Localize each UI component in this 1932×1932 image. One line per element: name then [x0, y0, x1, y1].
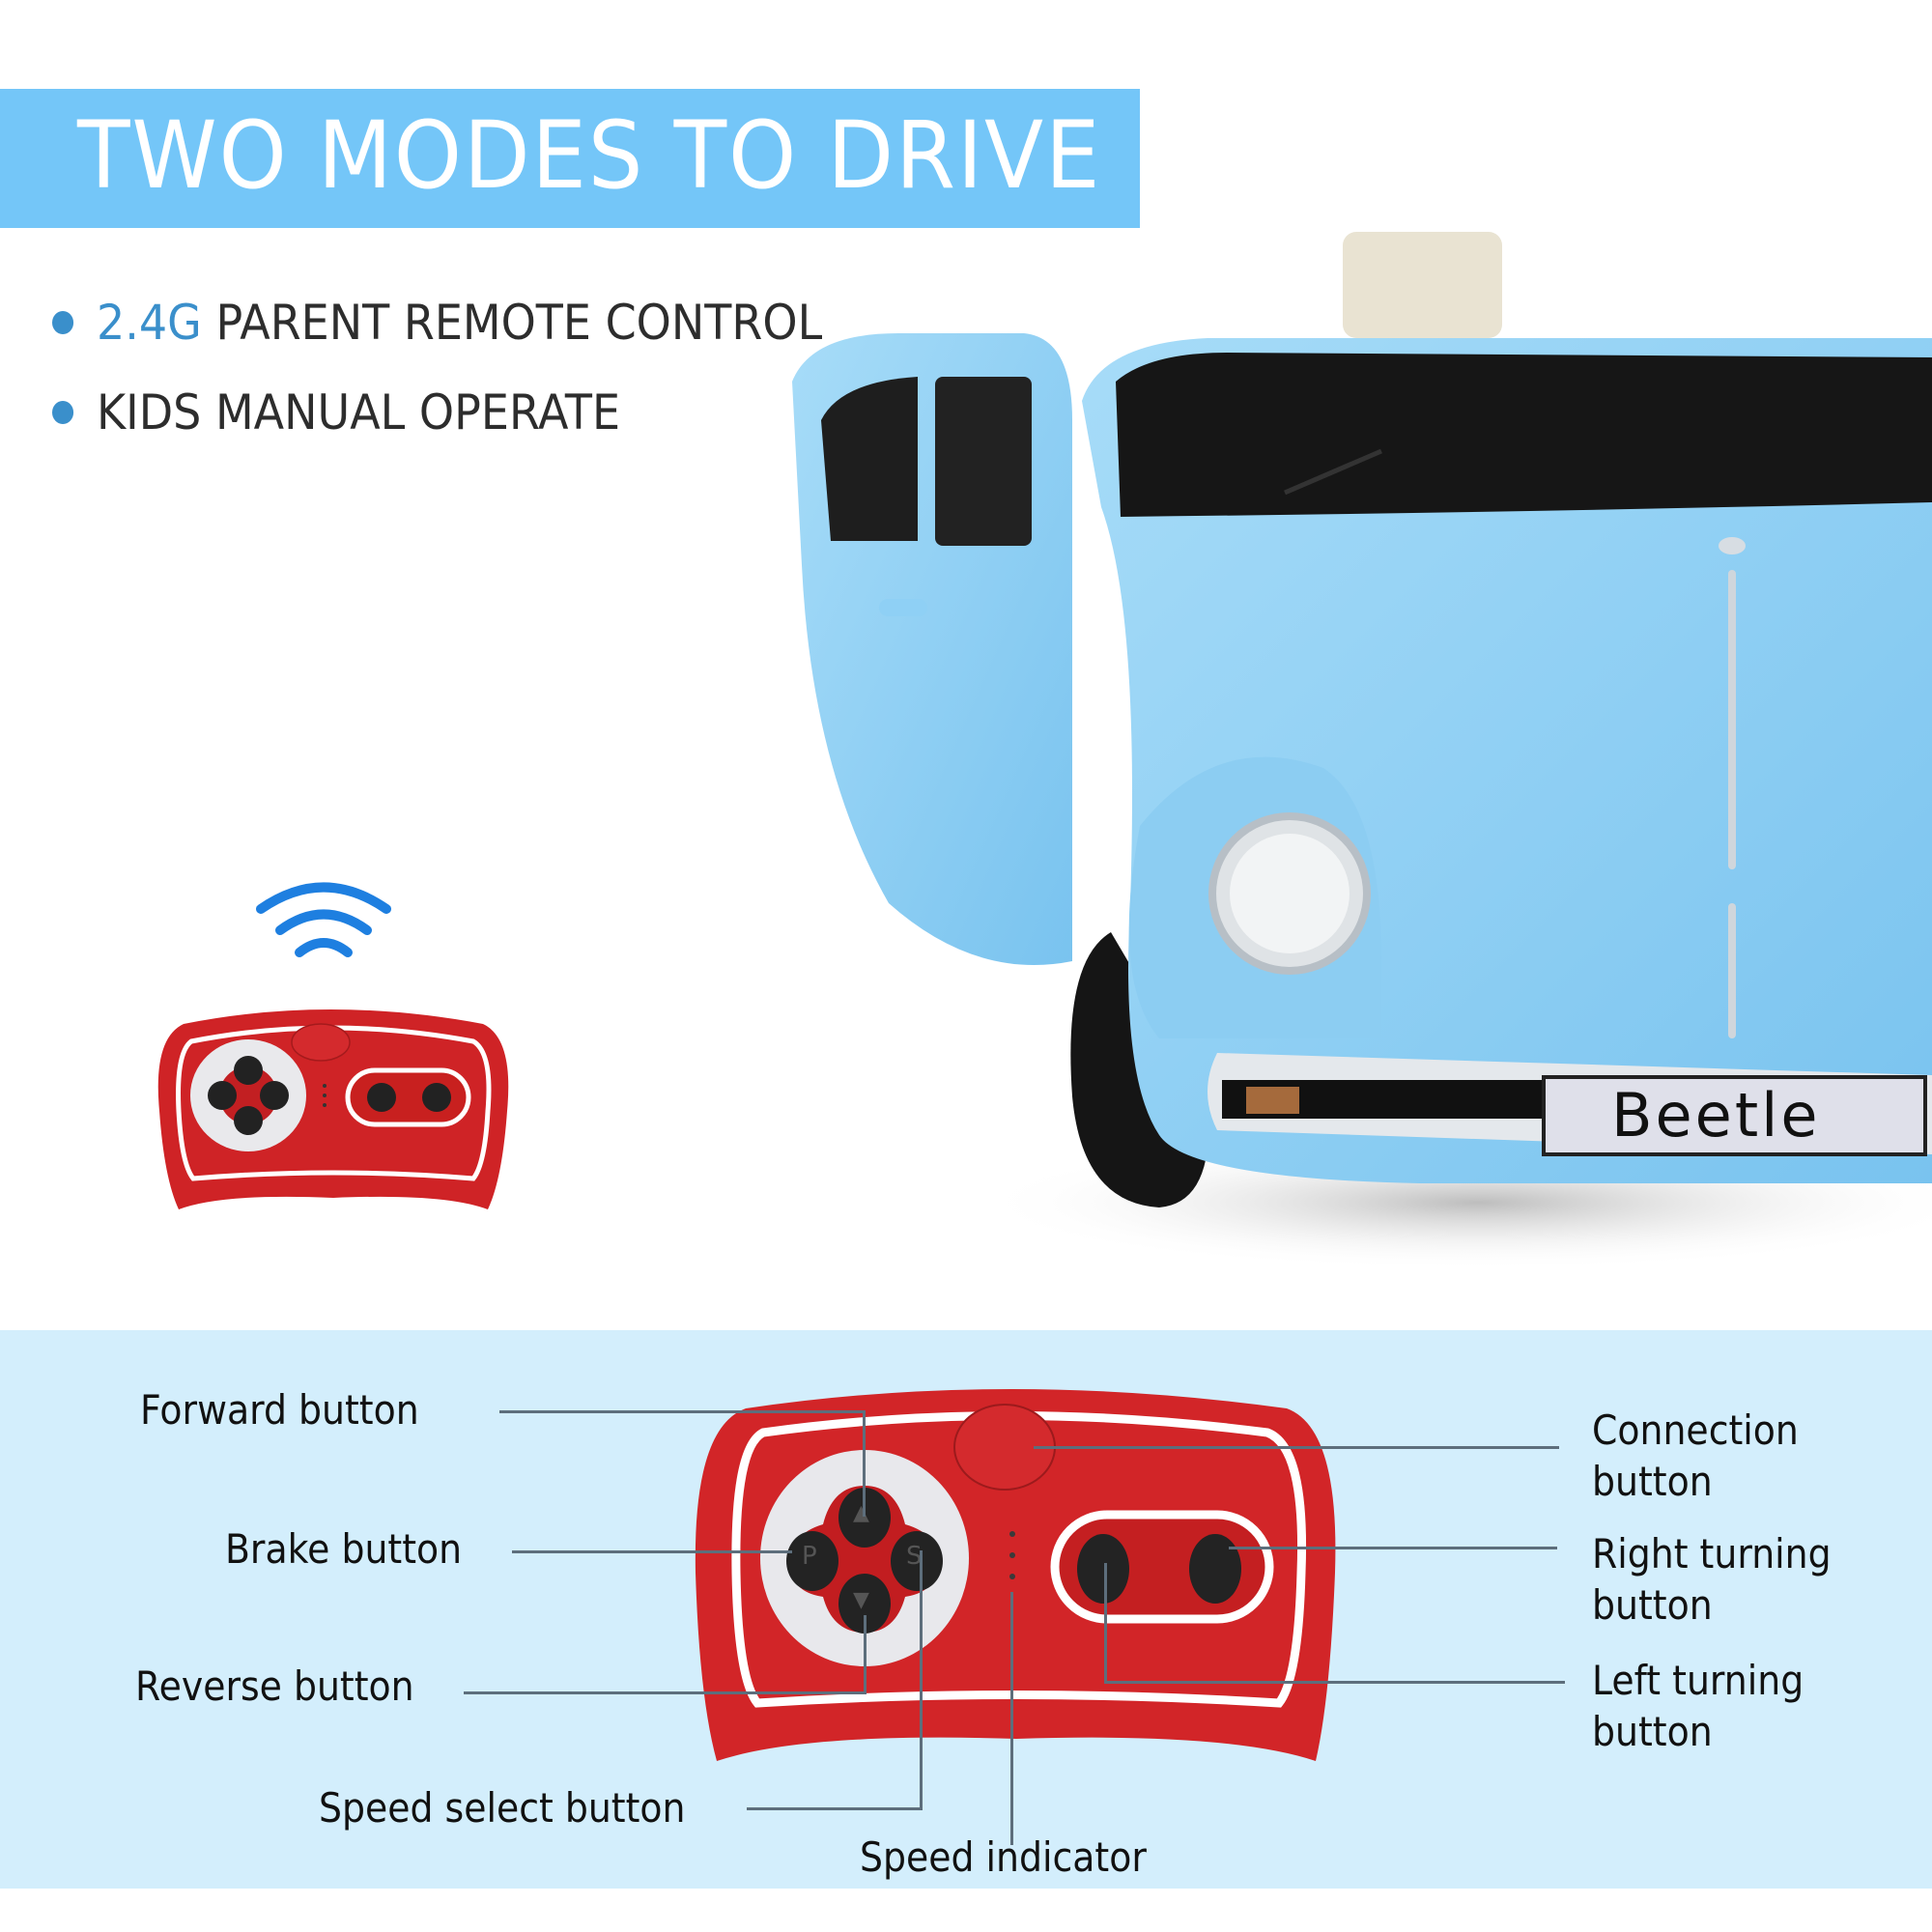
feature-text: PARENT REMOTE CONTROL [215, 295, 823, 351]
leader-right-turn [1229, 1547, 1557, 1549]
feature-text: KIDS MANUAL OPERATE [97, 384, 621, 440]
label-right-turning-button: Right turning button [1592, 1530, 1832, 1629]
brake-glyph: P [802, 1542, 817, 1571]
leader-speed-indicator [1010, 1592, 1013, 1845]
label-reverse-button: Reverse button [135, 1662, 414, 1710]
bullet-icon [52, 311, 74, 334]
leader-forward [499, 1410, 865, 1413]
remote-control-diagram [688, 1379, 1345, 1776]
leader-speed-select-v [920, 1550, 923, 1809]
leader-forward-v [863, 1410, 866, 1517]
page-title: TWO MODES TO DRIVE [77, 101, 1102, 210]
remote-control-small [155, 995, 512, 1222]
leader-connection [1034, 1446, 1559, 1449]
leader-left-turn-v [1104, 1563, 1107, 1683]
speed-glyph: S [906, 1542, 923, 1571]
leader-reverse [464, 1691, 867, 1694]
label-speed-select-button: Speed select button [319, 1784, 686, 1832]
feature-item-manual-operate: KIDS MANUAL OPERATE [52, 384, 620, 440]
license-plate-text: Beetle [1611, 1080, 1821, 1151]
reverse-glyph: ▼ [853, 1588, 869, 1612]
label-speed-indicator: Speed indicator [860, 1833, 1147, 1881]
leader-left-turn [1104, 1681, 1565, 1684]
label-left-turning-button: Left turning button [1592, 1657, 1804, 1755]
feature-highlight: 2.4G [97, 295, 202, 351]
wifi-signal-icon [253, 877, 394, 958]
leader-speed-select [747, 1807, 923, 1810]
title-banner [0, 89, 1140, 228]
ride-on-car-image [782, 227, 1932, 1280]
feature-item-remote-control: 2.4G PARENT REMOTE CONTROL [52, 295, 822, 351]
leader-brake [512, 1550, 792, 1553]
label-connection-button: Connection button [1592, 1406, 1799, 1505]
forward-glyph: ▲ [853, 1501, 869, 1525]
leader-reverse-v [864, 1615, 867, 1694]
label-brake-button: Brake button [225, 1525, 463, 1573]
label-forward-button: Forward button [140, 1386, 419, 1434]
bullet-icon [52, 401, 74, 424]
